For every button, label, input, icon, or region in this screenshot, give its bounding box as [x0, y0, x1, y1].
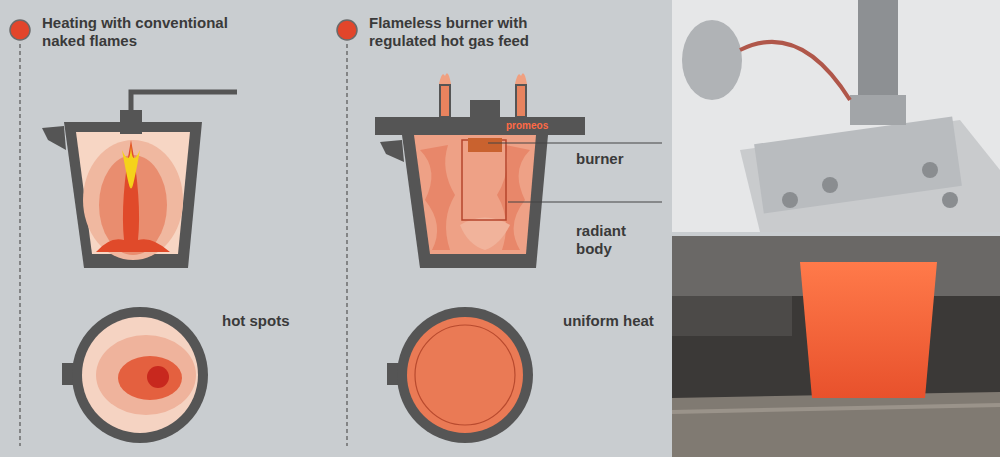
burner-photo-part — [754, 116, 962, 213]
dashed-divider — [20, 44, 347, 446]
uniform-heat-top-view-part — [397, 307, 533, 443]
glowing-crucible-photo-part — [672, 392, 1000, 457]
burner-photo-part — [672, 0, 1000, 232]
glowing-crucible-photo-part — [672, 236, 1000, 457]
hot-spot-top-view — [62, 307, 208, 443]
bullet-dot-part — [10, 20, 30, 40]
burner-photo-part — [682, 20, 742, 100]
column-heading: Flameless burner with regulated hot gas … — [369, 14, 584, 50]
glowing-crucible-photo-part — [672, 296, 792, 336]
naked-flame-crucible-part — [64, 122, 202, 268]
glowing-crucible-photo-part — [672, 405, 1000, 412]
flameless-crucible-part — [380, 140, 404, 162]
burner-photo-part — [822, 177, 838, 193]
naked-flame-crucible-part — [122, 140, 140, 188]
flameless-crucible-part — [516, 85, 526, 117]
brand-logo: promeos — [506, 120, 576, 132]
dashed-divider-part — [19, 44, 20, 446]
leader-line-part — [508, 201, 662, 202]
flameless-crucible-part — [439, 73, 451, 84]
hot-spot-top-view-part — [118, 356, 182, 400]
hot-spot-top-view-part — [96, 335, 196, 415]
hot-spot-top-view-part — [72, 307, 208, 443]
naked-flame-crucible-part — [83, 140, 183, 260]
flameless-crucible-part — [468, 138, 502, 152]
heat-label: hot spots — [222, 312, 332, 330]
bullet-dot-part — [337, 20, 357, 40]
uniform-heat-top-view — [387, 307, 533, 443]
part-name: radiant body — [576, 222, 644, 258]
leader-line — [488, 143, 662, 202]
flameless-crucible-part — [375, 117, 585, 135]
naked-flame-crucible — [42, 92, 237, 268]
burner-photo-part — [922, 162, 938, 178]
flameless-crucible-part — [515, 73, 527, 84]
flameless-crucible-part — [440, 85, 450, 117]
flameless-crucible-part — [420, 145, 455, 250]
column-heading: Heating with conventional naked flames — [42, 14, 257, 50]
glowing-crucible-photo-part — [800, 262, 937, 398]
naked-flame-crucible-part — [96, 140, 170, 252]
flameless-crucible-part — [460, 218, 510, 251]
flameless-crucible — [375, 73, 585, 268]
burner-photo-part — [740, 42, 850, 100]
part-name: burner — [576, 150, 656, 168]
burner-photo — [672, 0, 1000, 232]
uniform-heat-top-view-part — [407, 317, 523, 433]
hot-spot-top-view-part — [82, 317, 198, 433]
dashed-divider-part — [346, 44, 347, 446]
naked-flame-crucible-part — [120, 110, 142, 134]
uniform-heat-top-view-part — [415, 325, 515, 425]
flameless-crucible-part — [414, 135, 536, 254]
flameless-crucible-part — [470, 100, 500, 117]
leader-line-part — [488, 142, 662, 143]
burner-photo-part — [850, 95, 906, 125]
burner-photo-part — [858, 0, 898, 95]
naked-flame-crucible-part — [131, 92, 237, 110]
glowing-crucible-photo — [672, 236, 1000, 457]
burner-photo-part — [942, 192, 958, 208]
heat-label: uniform heat — [563, 312, 663, 330]
naked-flame-crucible-part — [42, 126, 66, 150]
hot-spot-top-view-part — [147, 366, 169, 388]
burner-photo-part — [782, 192, 798, 208]
